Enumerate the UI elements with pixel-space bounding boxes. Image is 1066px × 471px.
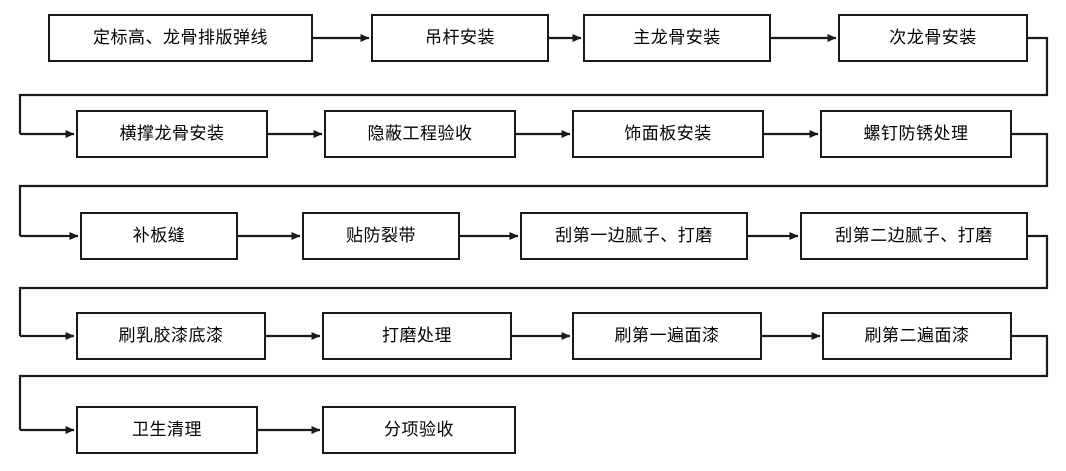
- process-node-label: 横撑龙骨安装: [119, 123, 225, 143]
- process-node-n9[interactable]: 补板缝: [80, 212, 238, 260]
- process-node-n10[interactable]: 贴防裂带: [302, 212, 460, 260]
- process-node-label: 螺钉防锈处理: [863, 123, 969, 143]
- process-node-n2[interactable]: 吊杆安装: [371, 14, 549, 62]
- process-node-label: 补板缝: [132, 225, 186, 245]
- process-node-n6[interactable]: 隐蔽工程验收: [324, 110, 516, 158]
- process-node-n18[interactable]: 分项验收: [322, 406, 516, 454]
- process-node-label: 隐蔽工程验收: [367, 123, 473, 143]
- process-node-n13[interactable]: 刷乳胶漆底漆: [76, 312, 266, 360]
- process-node-label: 刮第二边腻子、打磨: [835, 225, 993, 245]
- process-node-n5[interactable]: 横撑龙骨安装: [76, 110, 268, 158]
- process-node-n15[interactable]: 刷第一遍面漆: [572, 312, 762, 360]
- process-node-label: 刷第二遍面漆: [864, 325, 970, 345]
- process-node-n8[interactable]: 螺钉防锈处理: [820, 110, 1012, 158]
- process-node-label: 刮第一边腻子、打磨: [555, 225, 713, 245]
- process-node-label: 打磨处理: [382, 325, 452, 345]
- process-node-n3[interactable]: 主龙骨安装: [583, 14, 771, 62]
- process-node-n1[interactable]: 定标高、龙骨排版弹线: [48, 14, 313, 62]
- process-node-label: 饰面板安装: [624, 123, 712, 143]
- process-node-n16[interactable]: 刷第二遍面漆: [822, 312, 1012, 360]
- process-node-label: 次龙骨安装: [889, 27, 977, 47]
- process-node-label: 吊杆安装: [425, 27, 495, 47]
- process-node-n11[interactable]: 刮第一边腻子、打磨: [520, 212, 748, 260]
- process-node-n17[interactable]: 卫生清理: [76, 406, 258, 454]
- process-node-label: 分项验收: [384, 419, 454, 439]
- process-node-label: 贴防裂带: [346, 225, 416, 245]
- process-node-label: 主龙骨安装: [633, 27, 721, 47]
- process-node-n7[interactable]: 饰面板安装: [572, 110, 764, 158]
- process-node-n4[interactable]: 次龙骨安装: [838, 14, 1028, 62]
- process-node-n12[interactable]: 刮第二边腻子、打磨: [800, 212, 1028, 260]
- process-node-label: 卫生清理: [132, 419, 202, 439]
- process-node-label: 刷乳胶漆底漆: [118, 325, 224, 345]
- process-node-n14[interactable]: 打磨处理: [322, 312, 512, 360]
- process-node-label: 定标高、龙骨排版弹线: [93, 27, 268, 47]
- process-node-label: 刷第一遍面漆: [614, 325, 720, 345]
